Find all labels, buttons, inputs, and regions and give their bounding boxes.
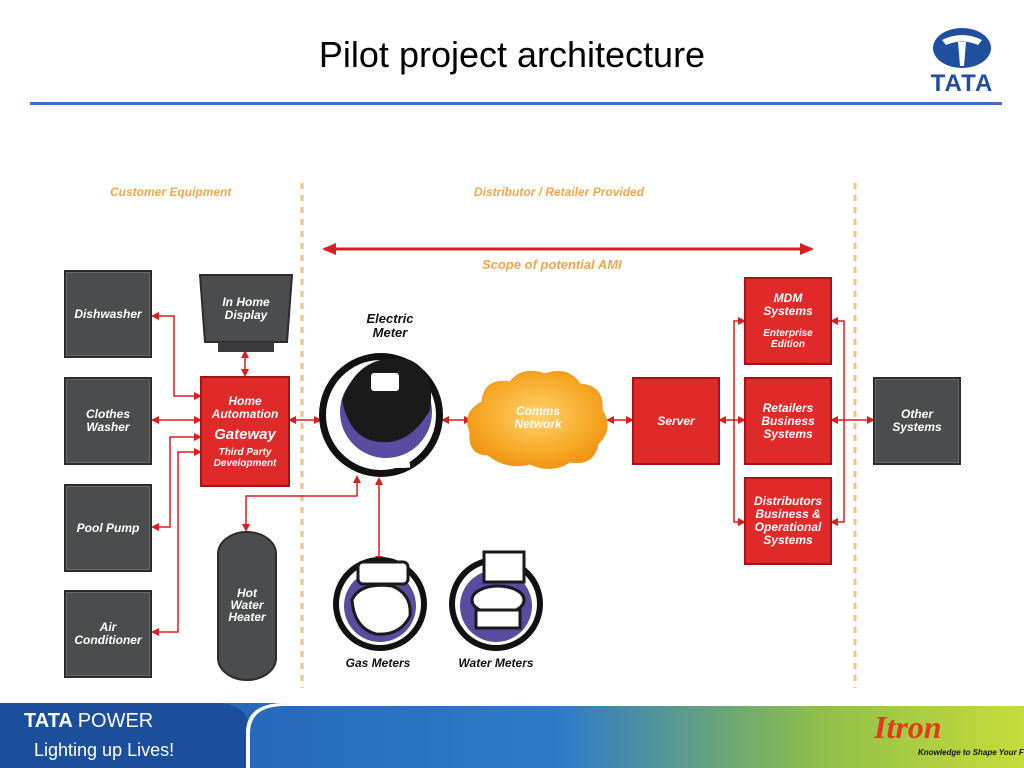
mdm-label-2: Systems: [763, 304, 813, 318]
distributors-label-2: Business &: [755, 507, 821, 521]
gateway-label-4: Third Party: [218, 446, 272, 458]
comms-network-cloud-icon: [467, 370, 608, 469]
home-automation-gateway-box: Home Automation Gateway Third Party Deve…: [200, 376, 290, 487]
clothes-washer-label-1: Clothes: [85, 407, 130, 421]
connector-dishwasher: [151, 312, 202, 400]
distributors-systems-box: Distributors Business & Operational Syst…: [744, 477, 832, 565]
other-systems-label-1: Other: [900, 407, 933, 421]
air-conditioner-box: Air Conditioner: [64, 590, 152, 678]
gateway-label-3: Gateway: [214, 425, 276, 443]
mdm-label-3: Enterprise: [763, 328, 813, 339]
gas-meter-icon: [333, 557, 427, 651]
gateway-label-2: Automation: [211, 406, 279, 421]
title-underline: [30, 102, 1002, 105]
comms-network-label-2: Network: [514, 417, 562, 431]
air-conditioner-label-2: Conditioner: [74, 633, 142, 647]
in-home-display-icon: [198, 274, 294, 352]
hot-water-heater-icon: [217, 531, 277, 681]
tata-emblem-icon: [933, 28, 991, 68]
connector-pool-pump: [151, 433, 202, 531]
connector-mdm-other: [830, 317, 845, 526]
server-box: Server: [632, 377, 720, 465]
connector-server-distributors: [733, 420, 746, 526]
hot-water-heater-label-3: Heater: [228, 610, 266, 624]
connector-heater-meter: [242, 475, 361, 532]
mdm-label-4: Edition: [771, 339, 805, 350]
retailers-label-2: Business: [761, 413, 815, 428]
hot-water-heater-label-2: Water: [230, 598, 264, 612]
electric-meter-label-1: Electric: [366, 311, 414, 326]
zone-customer-equipment: Customer Equipment: [110, 185, 232, 199]
tata-logo-text: TATA: [930, 70, 994, 97]
footer-brand-tata: TATA: [24, 710, 73, 732]
hot-water-heater-label-1: Hot: [237, 586, 257, 600]
distributors-label-1: Distributors: [753, 494, 822, 508]
gas-meters-label: Gas Meters: [345, 656, 411, 670]
slide-title: Pilot project architecture: [318, 34, 706, 75]
dishwasher-label: Dishwasher: [74, 306, 142, 321]
zone-distributor-provided: Distributor / Retailer Provided: [474, 185, 645, 199]
server-label: Server: [657, 413, 695, 428]
mdm-systems-box: MDM Systems Enterprise Edition: [744, 277, 832, 365]
itron-logo: Itron Knowledge to Shape Your Future: [874, 709, 1024, 762]
clothes-washer-label-2: Washer: [86, 420, 130, 434]
air-conditioner-label-1: Air: [99, 620, 117, 634]
in-home-display-label-2: Display: [224, 308, 268, 322]
itron-tagline: Knowledge to Shape Your Future: [918, 748, 1024, 757]
dishwasher-box: Dishwasher: [64, 270, 152, 358]
retailers-label-1: Retailers: [762, 400, 814, 415]
in-home-display-label-1: In Home: [222, 295, 270, 309]
itron-wordmark: Itron: [874, 709, 942, 745]
comms-network-label-1: Comms: [515, 404, 560, 418]
gateway-label-5: Development: [213, 457, 277, 469]
other-systems-box: Other Systems: [873, 377, 961, 465]
other-systems-label-2: Systems: [892, 420, 942, 434]
footer-banner: [0, 703, 1024, 768]
clothes-washer-box: Clothes Washer: [64, 377, 152, 465]
retailers-systems-box: Retailers Business Systems: [744, 377, 832, 465]
mdm-label-1: MDM: [773, 291, 803, 305]
retailers-label-3: Systems: [763, 426, 813, 441]
distributors-label-3: Operational: [754, 520, 822, 534]
connector-server-mdm: [733, 317, 746, 420]
electric-meter-icon: [319, 353, 443, 477]
footer-brand-power: POWER: [77, 710, 154, 732]
water-meter-icon: [449, 550, 543, 651]
pool-pump-label: Pool Pump: [76, 520, 140, 535]
pool-pump-box: Pool Pump: [64, 484, 152, 572]
tata-logo: TATA: [920, 26, 1004, 97]
gateway-label-1: Home: [228, 393, 262, 408]
scope-label: Scope of potential AMI: [482, 257, 622, 272]
footer-brand: TATA POWER: [24, 710, 153, 733]
footer-tagline: Lighting up Lives!: [34, 740, 175, 760]
water-meters-label: Water Meters: [458, 656, 534, 670]
connector-air-conditioner: [151, 448, 202, 636]
distributors-label-4: Systems: [763, 533, 813, 547]
electric-meter-label-2: Meter: [372, 325, 408, 340]
